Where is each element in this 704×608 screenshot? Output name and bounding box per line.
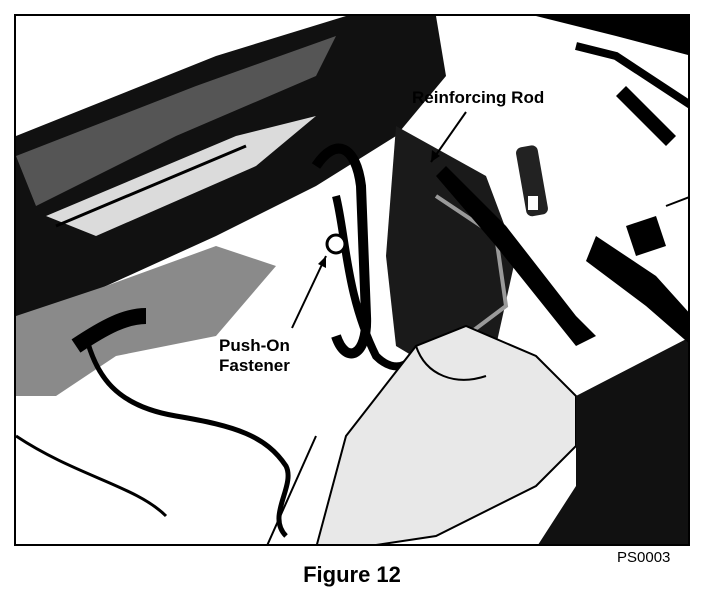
reinforcing-rod-label: Reinforcing Rod (412, 88, 545, 107)
figure-code: PS0003 (617, 549, 671, 566)
push-on-label-line2: Fastener (219, 356, 290, 375)
figure-photo (14, 14, 690, 546)
figure-caption: Figure 12 (303, 562, 401, 587)
push-on-fastener-label: Push-On Fastener (219, 336, 290, 376)
push-on-label-line1: Push-On (219, 336, 290, 355)
